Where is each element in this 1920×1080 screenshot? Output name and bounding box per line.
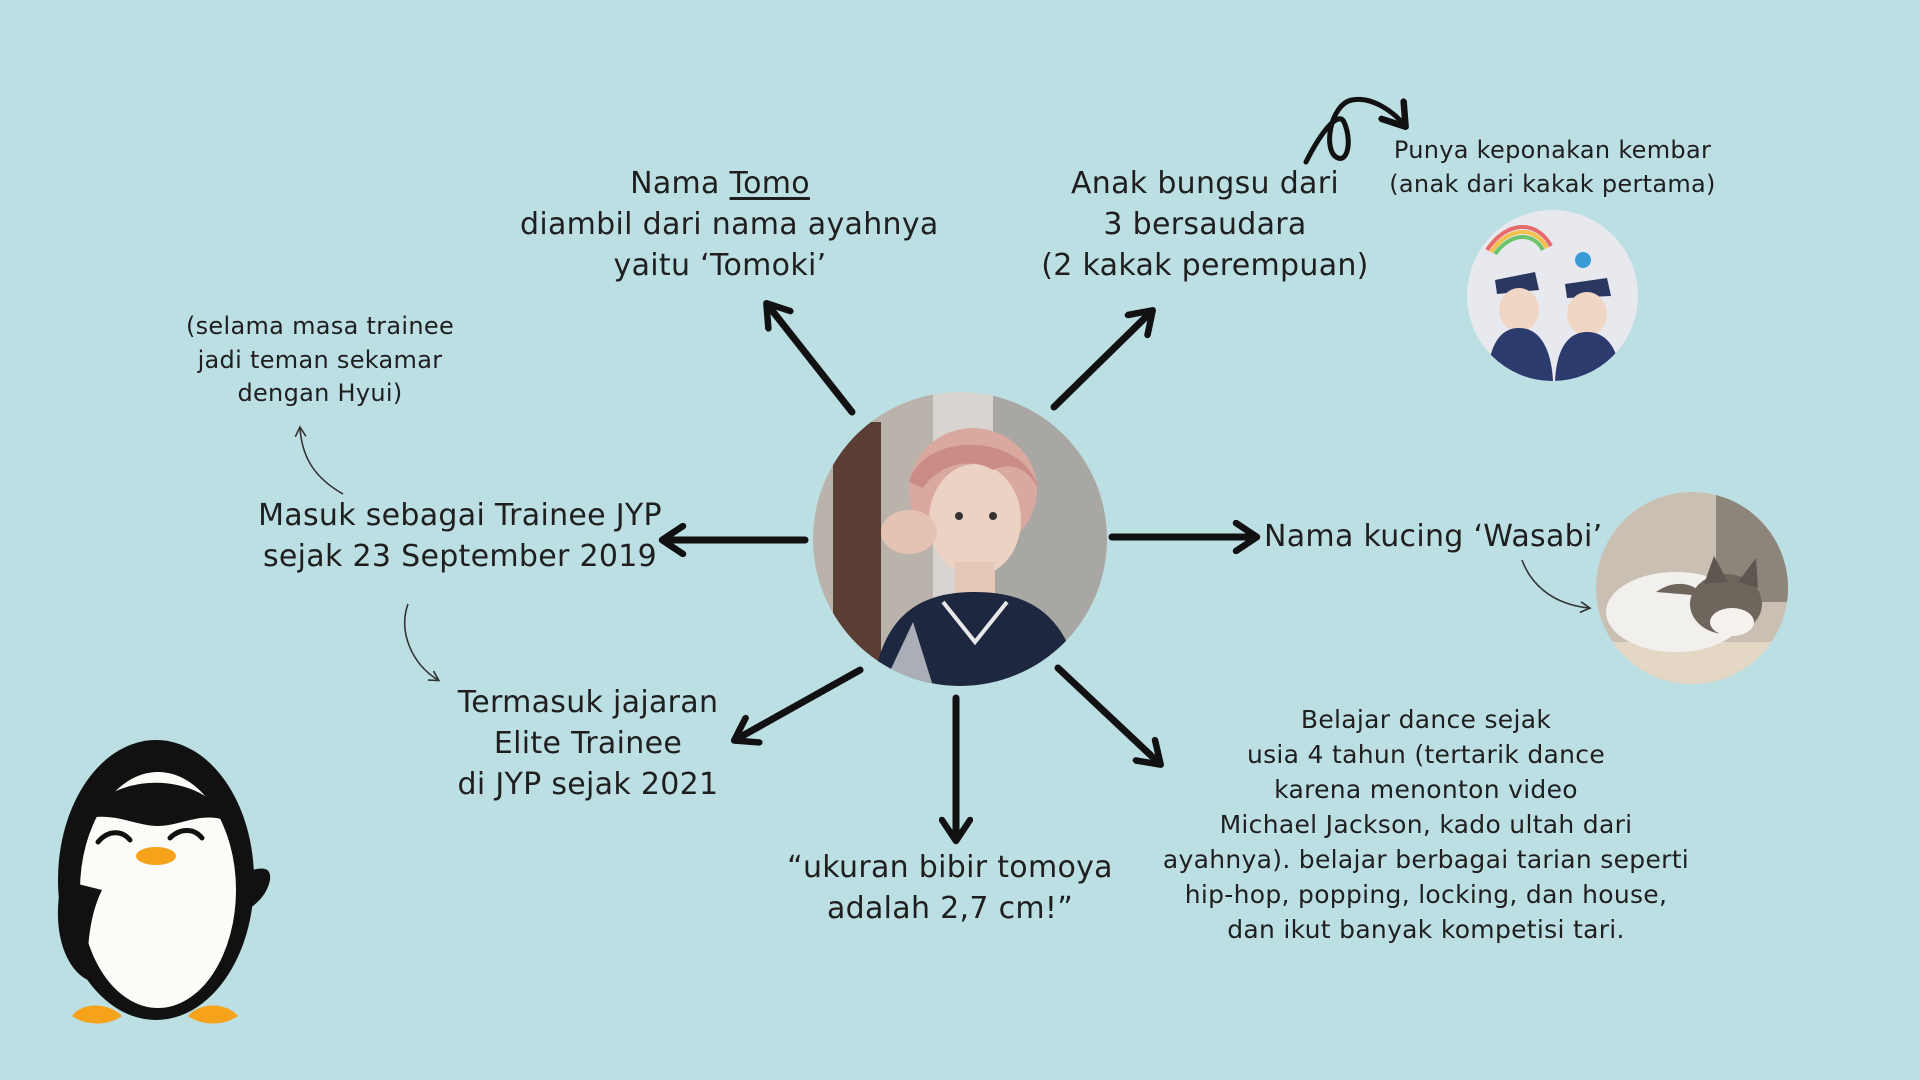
cat-photo [1596, 492, 1788, 684]
node-siblings-line2: 3 bersaudara [1103, 206, 1307, 242]
arrow-to-elite [735, 666, 864, 740]
node-name: Nama Tomo diambil dari nama ayahnya yait… [520, 164, 939, 286]
node-name-line2: diambil dari nama ayahnya [520, 206, 939, 242]
node-cat-text: Nama kucing ‘Wasabi’ [1264, 519, 1603, 554]
node-lips: “ukuran bibir tomoya adalah 2,7 cm!” [760, 848, 1140, 930]
node-dance-line6: hip-hop, popping, locking, dan house, [1184, 880, 1668, 909]
thin-arrow-to-cat-photo [1521, 559, 1592, 613]
node-siblings-line1: Anak bungsu dari [1070, 166, 1340, 201]
node-roommate-line1: (selama masa trainee [185, 312, 455, 340]
node-trainee-line1: Masuk sebagai Trainee JYP [258, 498, 662, 533]
node-name-line3: yaitu ‘Tomoki’ [613, 247, 827, 283]
node-name-line1: Nama Tomo [630, 166, 810, 201]
node-elite-line2: Elite Trainee [493, 725, 683, 761]
node-dance-line1: Belajar dance sejak [1300, 705, 1552, 734]
node-roommate: (selama masa trainee jadi teman sekamar … [170, 310, 470, 411]
arrow-to-name [767, 304, 856, 416]
arrow-to-siblings [1050, 311, 1152, 411]
node-dance-line5: ayahnya). belajar berbagai tarian sepert… [1162, 845, 1690, 874]
penguin-mascot-icon [57, 740, 271, 1024]
twin-children-icon [1467, 210, 1638, 381]
node-dance: Belajar dance sejak usia 4 tahun (tertar… [1146, 702, 1706, 947]
node-trainee-line2: sejak 23 September 2019 [262, 538, 658, 574]
curly-arrow-to-twins [1303, 96, 1405, 165]
center-portrait-photo [813, 392, 1107, 686]
node-dance-line4: Michael Jackson, kado ultah dari [1219, 810, 1633, 839]
node-roommate-line3: dengan Hyui) [237, 379, 403, 408]
person-portrait-icon [813, 392, 1107, 686]
node-twins: Punya keponakan kembar (anak dari kakak … [1380, 134, 1725, 201]
node-dance-line7: dan ikut banyak kompetisi tari. [1227, 915, 1625, 944]
cat-photo-icon [1596, 492, 1788, 684]
node-cat: Nama kucing ‘Wasabi’ [1264, 517, 1603, 558]
arrow-to-dance [1054, 664, 1160, 764]
node-elite-line1: Termasuk jajaran [457, 685, 719, 720]
node-elite-line3: di JYP sejak 2021 [457, 766, 719, 802]
thin-arrow-to-roommate [294, 425, 344, 495]
node-lips-line2: adalah 2,7 cm!” [826, 890, 1074, 926]
node-siblings: Anak bungsu dari 3 bersaudara (2 kakak p… [1030, 164, 1380, 286]
node-dance-line2: usia 4 tahun (tertarik dance [1246, 740, 1606, 769]
node-lips-line1: “ukuran bibir tomoya [787, 850, 1113, 885]
node-dance-line3: karena menonton video [1274, 775, 1578, 804]
node-roommate-line2: jadi teman sekamar [197, 345, 443, 374]
node-elite: Termasuk jajaran Elite Trainee di JYP se… [418, 683, 758, 805]
thin-arrow-to-elite [403, 603, 441, 682]
node-siblings-line3: (2 kakak perempuan) [1041, 247, 1369, 283]
node-twins-line1: Punya keponakan kembar [1393, 136, 1712, 164]
name-tomo: Tomo [729, 166, 810, 201]
node-twins-line2: (anak dari kakak pertama) [1389, 169, 1716, 198]
node-trainee: Masuk sebagai Trainee JYP sejak 23 Septe… [240, 496, 680, 578]
twins-photo [1467, 210, 1638, 381]
